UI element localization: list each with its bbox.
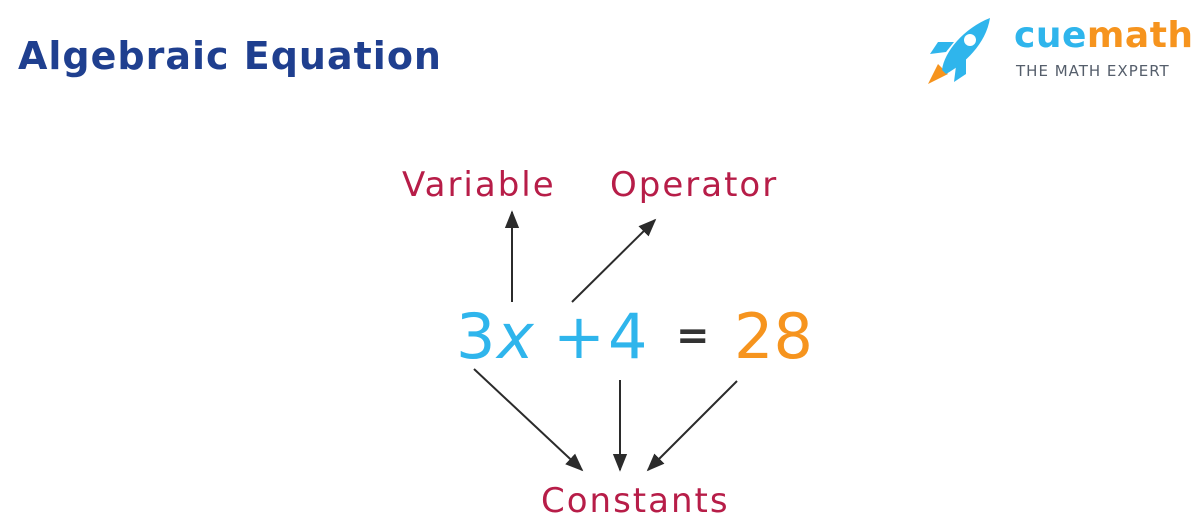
logo-word-cue: cue [1014,15,1087,56]
variable-label: Variable [402,165,556,205]
equation-constant-left: 4 [608,300,648,373]
constants-label: Constants [541,481,730,521]
equation-operator: + [553,300,605,373]
logo-wordmark: cuemath [1014,18,1194,54]
arrow-28-to-constants [646,380,738,472]
page-title: Algebraic Equation [18,34,442,78]
logo-word-math: math [1086,15,1194,56]
equation-constant-right: 28 [734,300,813,373]
equation-variable: x [497,300,534,373]
equation-coefficient: 3 [456,300,496,373]
equation-equals-sign: = [676,313,710,359]
logo-tagline: THE MATH EXPERT [1016,62,1170,80]
arrow-to-operator [571,218,657,303]
rocket-icon [928,18,990,84]
arrow-3-to-constants [473,368,584,472]
cuemath-logo: cuemath THE MATH EXPERT [924,12,1193,88]
operator-label: Operator [610,165,779,205]
